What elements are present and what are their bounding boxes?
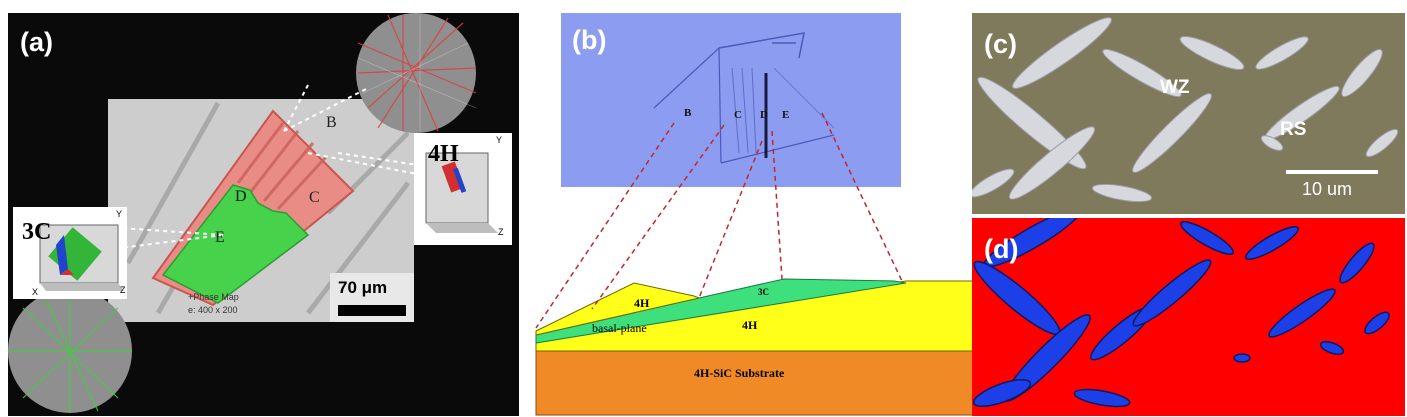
inset-3c [13, 207, 127, 299]
panel-a-label: (a) [20, 27, 53, 57]
4h-top-layer [535, 282, 701, 336]
axis-z-4h: Z [498, 227, 504, 237]
scalebar-a-label: 70 μm [338, 278, 388, 297]
panel-b-graphic [535, 13, 976, 416]
panel-b: (b) B C D E 4H 3C basal-plane 4H 4H-SiC … [534, 13, 976, 416]
scalebar-c [1286, 170, 1378, 174]
letter-c-a: C [309, 189, 320, 206]
optical-image [561, 13, 901, 187]
kikuchi-pattern-top [356, 13, 477, 133]
green-phase-region [161, 184, 310, 304]
dashed-connectors-a [119, 84, 439, 249]
layer-3c-label: 3C [758, 287, 769, 297]
map-caption-1: +Phase Map [188, 292, 239, 302]
basal-plane-label: basal-plane [592, 321, 647, 335]
letter-d-a: D [235, 188, 247, 205]
wz-label: WZ [1160, 77, 1190, 98]
panel-c: (c) WZ RS 10 um [972, 13, 1405, 214]
letter-b-a: B [326, 114, 337, 131]
panel-d: (d) [972, 218, 1405, 416]
panel-a: (a) B C D E 4H 3C Y Z Y X Z +Phase Map e… [8, 13, 519, 416]
substrate-layer [535, 350, 976, 416]
panel-a-graphic [8, 13, 512, 413]
letter-e-b: E [782, 109, 790, 121]
panel-c-label: (c) [984, 29, 1017, 59]
scalebar-a [338, 305, 406, 316]
panel-d-label: (d) [984, 234, 1019, 264]
inset-3c-label: 3C [22, 219, 52, 245]
panel-d-graphic [972, 218, 1390, 408]
panel-c-graphic [972, 17, 1399, 203]
map-caption-2: e: 400 x 200 [188, 305, 238, 315]
axis-x-3c: X [32, 287, 39, 297]
letter-d-b: D [760, 109, 768, 121]
axis-z-3c: Z [120, 285, 126, 295]
axis-y-4h: Y [496, 135, 503, 145]
rs-label: RS [1280, 119, 1307, 140]
kikuchi-pattern-bottom [8, 289, 132, 413]
red-ridges [236, 122, 328, 211]
inset-4h-label: 4H [428, 141, 459, 167]
inset-4h [414, 133, 512, 245]
scalebar-c-label: 10 um [1302, 179, 1353, 199]
dashed-projection-lines [535, 112, 903, 329]
letter-b-b: B [684, 107, 692, 119]
layer-4h-main-label: 4H [742, 318, 758, 332]
optical-features [653, 32, 835, 164]
layer-4h-top-label: 4H [634, 296, 650, 310]
substrate-label: 4H-SiC Substrate [694, 366, 785, 380]
wz-grains [972, 17, 1399, 203]
letter-e-a: E [215, 229, 225, 246]
axis-y-3c: Y [116, 209, 123, 219]
blue-phase-grains [972, 218, 1390, 408]
letter-c-b: C [734, 109, 742, 121]
panel-b-label: (b) [572, 25, 607, 55]
